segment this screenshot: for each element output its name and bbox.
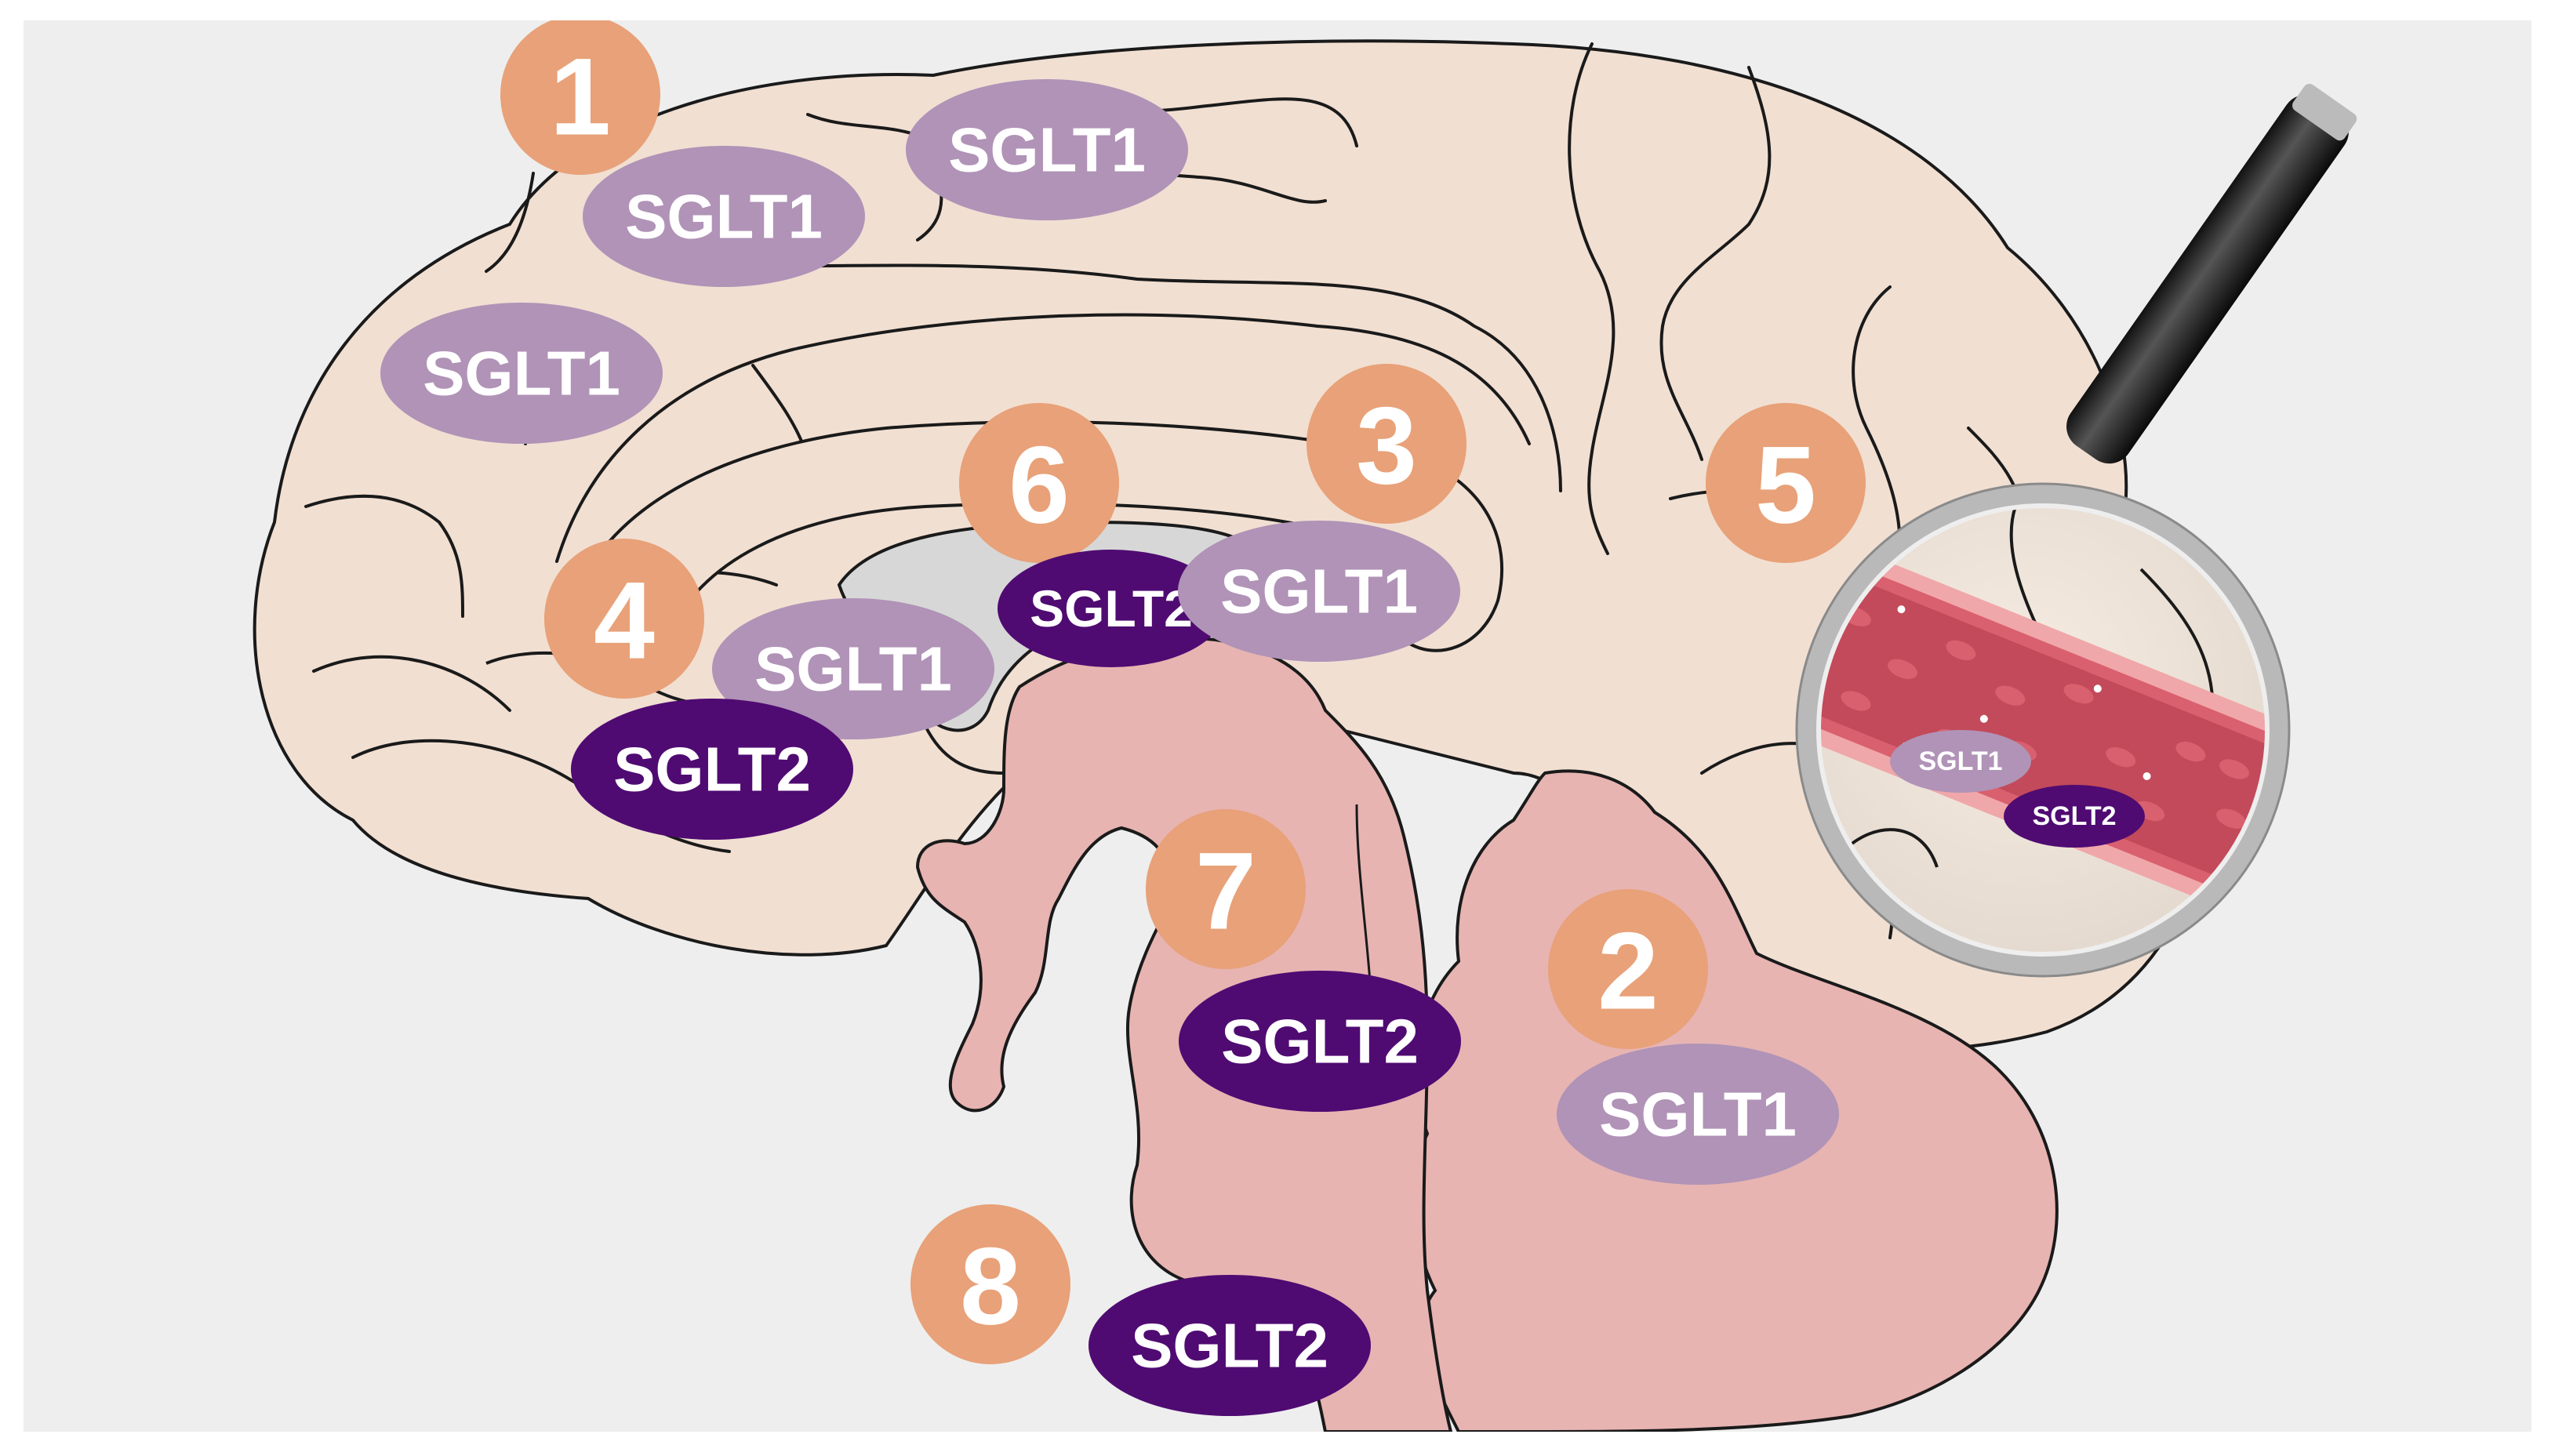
region-1-number: 1 xyxy=(550,35,611,158)
region-8-number: 8 xyxy=(960,1225,1021,1348)
region-3-number: 3 xyxy=(1356,384,1417,507)
lens-sglt1-label: SGLT1 xyxy=(1918,746,2002,776)
lens-sglt2-badge xyxy=(2004,785,2145,848)
sglt2-badge xyxy=(998,550,1225,667)
region-6-number: 6 xyxy=(1009,423,1070,546)
region-3-circle xyxy=(1307,364,1466,524)
region-4-number: 4 xyxy=(594,559,655,682)
region-6-circle xyxy=(959,403,1119,563)
sglt1-badge xyxy=(583,146,865,287)
region-7-circle xyxy=(1146,809,1306,969)
region-4-circle xyxy=(544,539,704,699)
region-2-number: 2 xyxy=(1597,910,1659,1033)
sglt1-badge xyxy=(712,598,994,739)
sglt1-label: SGLT1 xyxy=(423,339,620,408)
transporter-badges: SGLT1 SGLT1 SGLT1 SGLT2 SGLT1 SGLT1 SGLT… xyxy=(380,79,1839,1416)
lens-sglt1-badge xyxy=(1890,730,2031,793)
sglt1-label: SGLT1 xyxy=(754,634,952,704)
corpus-callosum xyxy=(562,420,1504,652)
sglt1-label: SGLT1 xyxy=(625,182,823,252)
sglt2-label: SGLT2 xyxy=(613,735,811,804)
sglt1-badge xyxy=(906,79,1188,220)
sglt1-label: SGLT1 xyxy=(948,115,1146,185)
magnifying-glass-icon: SGLT1 SGLT2 xyxy=(1795,83,2357,978)
lens-sglt2-label: SGLT2 xyxy=(2032,801,2116,831)
region-8-circle xyxy=(910,1204,1070,1364)
sglt1-label: SGLT1 xyxy=(1599,1080,1797,1149)
region-5-circle xyxy=(1706,403,1866,563)
region-1-circle xyxy=(500,20,660,175)
sglt2-label: SGLT2 xyxy=(1131,1311,1328,1381)
sglt2-label: SGLT2 xyxy=(1221,1007,1419,1077)
sglt1-badge xyxy=(1557,1044,1839,1185)
sglt1-badge xyxy=(380,303,663,444)
brain-diagram: SGLT1 SGLT2 1 2 3 4 5 6 7 8 SGLT1 SGLT1 … xyxy=(253,20,2357,1432)
region-numbers: 1 2 3 4 5 6 7 8 xyxy=(500,20,1866,1364)
sglt1-badge xyxy=(1178,521,1460,662)
sglt2-label: SGLT2 xyxy=(1030,579,1193,637)
region-7-number: 7 xyxy=(1195,830,1256,953)
region-2-circle xyxy=(1548,889,1708,1049)
sglt2-badge xyxy=(1089,1275,1371,1416)
sglt1-label: SGLT1 xyxy=(1220,557,1418,626)
region-5-number: 5 xyxy=(1755,423,1816,546)
sglt2-badge xyxy=(1179,971,1461,1112)
diagram-canvas: SGLT1 SGLT2 1 2 3 4 5 6 7 8 SGLT1 SGLT1 … xyxy=(24,20,2531,1432)
sglt2-badge xyxy=(571,699,853,840)
